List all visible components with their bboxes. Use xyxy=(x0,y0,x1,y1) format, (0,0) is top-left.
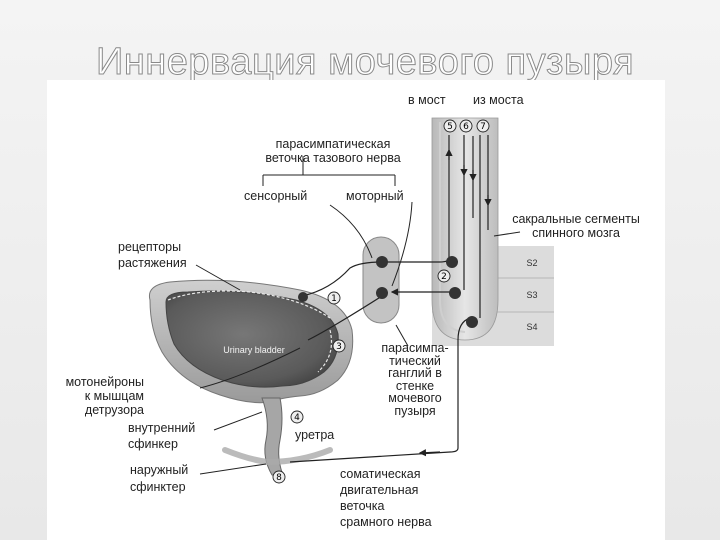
cord-neuron-s4 xyxy=(466,316,478,328)
label-detrusor-motoneurons: мотонейроны к мышцам детрузора xyxy=(65,375,144,417)
marker-4: 4 xyxy=(290,410,304,424)
bladder-label: Urinary bladder xyxy=(223,345,285,355)
page-title: Иннервация мочевого пузыря xyxy=(95,41,635,84)
svg-text:8: 8 xyxy=(276,473,282,483)
label-external-sphincter: наружный сфинктер xyxy=(130,463,189,494)
svg-text:5: 5 xyxy=(447,122,453,132)
marker-8: 8 xyxy=(272,470,286,484)
label-sensory: сенсорный xyxy=(244,189,308,203)
svg-text:3: 3 xyxy=(336,342,342,352)
marker-3: 3 xyxy=(332,339,346,353)
svg-text:7: 7 xyxy=(480,122,486,132)
segment-label-s4: S4 xyxy=(526,322,537,332)
cord-neuron-s3 xyxy=(449,287,461,299)
stretch-receptor xyxy=(298,292,308,302)
ganglion-neuron-upper xyxy=(376,256,388,268)
marker-5: 5 xyxy=(443,119,457,133)
label-parasympathetic-ganglia: парасимпа- тический ганглий в стенке моч… xyxy=(381,341,449,418)
marker-7: 7 xyxy=(476,119,490,133)
svg-text:4: 4 xyxy=(294,413,300,423)
urethra-shape xyxy=(261,397,285,479)
label-parasympathetic-branch: парасимпатическая веточка тазового нерва xyxy=(265,137,401,165)
svg-text:2: 2 xyxy=(441,272,447,282)
label-sacral-segments: сакральные сегменты спинного мозга xyxy=(512,212,640,240)
ganglion-capsule xyxy=(362,236,400,324)
label-to-pons: в мост xyxy=(408,93,446,107)
label-motor: моторный xyxy=(346,189,404,203)
segment-label-s2: S2 xyxy=(526,258,537,268)
marker-1: 1 xyxy=(327,291,341,305)
label-stretch-receptors: рецепторы растяжения xyxy=(118,240,187,270)
label-urethra: уретра xyxy=(295,428,335,442)
marker-6: 6 xyxy=(459,119,473,133)
bladder-lumen xyxy=(165,290,339,388)
label-somatic-branch: соматическая двигательная веточка срамно… xyxy=(340,467,432,529)
ganglion-neuron-lower xyxy=(376,287,388,299)
segment-label-s3: S3 xyxy=(526,290,537,300)
label-from-pons: из моста xyxy=(473,93,524,107)
svg-text:1: 1 xyxy=(331,294,337,304)
svg-text:6: 6 xyxy=(463,122,469,132)
cord-neuron-s2 xyxy=(446,256,458,268)
marker-2: 2 xyxy=(437,269,451,283)
label-internal-sphincter: внутренний сфинкер xyxy=(128,421,196,451)
